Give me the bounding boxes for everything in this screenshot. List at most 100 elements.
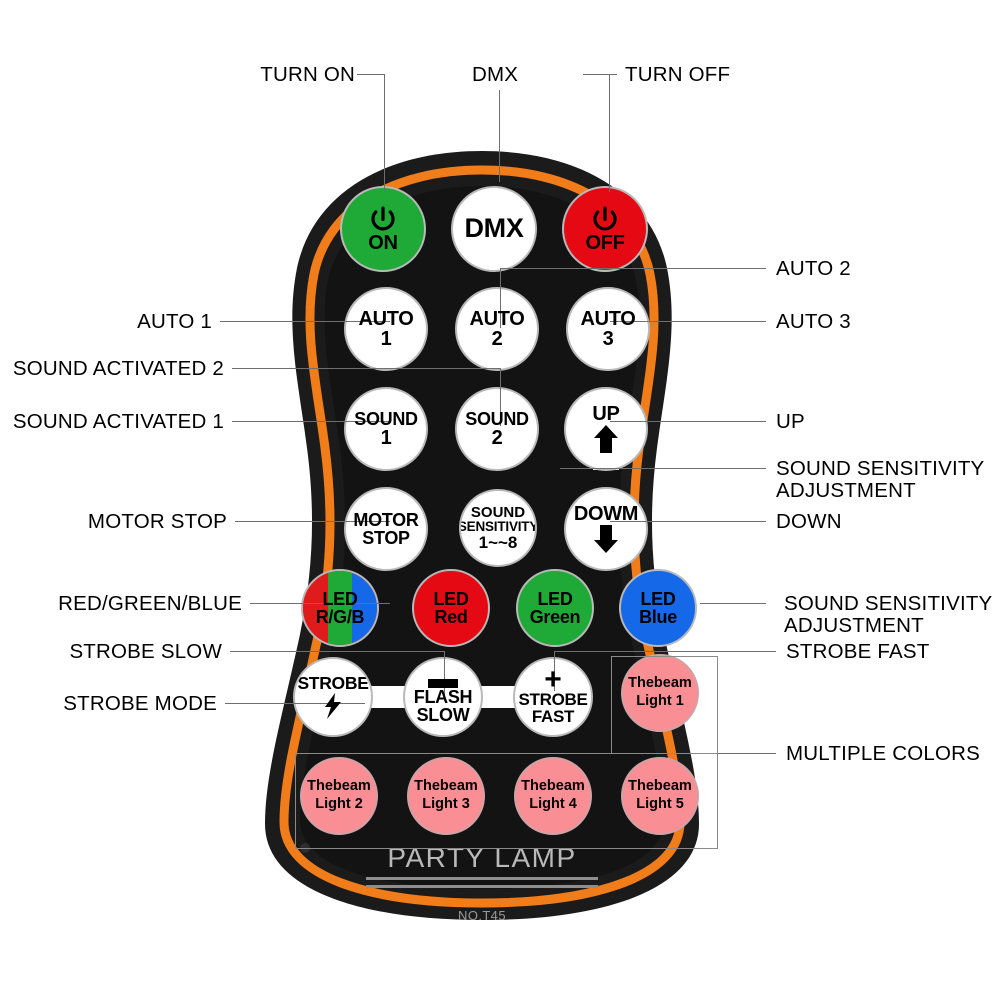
callout-auto3: AUTO 3 [776,310,851,333]
power-off-label: OFF [585,231,625,254]
motor-stop-button[interactable]: MOTOR STOP [344,487,428,571]
sens-label-line1: SOUND [470,503,526,521]
callout-auto1: AUTO 1 [137,310,212,333]
leader-strobe-fast-v [554,651,555,691]
rgb-stripe-green [328,571,352,645]
strobe-label: STROBE [297,673,369,694]
strobe-connector-2 [479,686,523,708]
leader-sound1-h [232,421,390,422]
leader-dmx-v [499,90,500,182]
callout-strobe-slow: STROBE SLOW [69,640,222,663]
callout-auto2: AUTO 2 [776,257,851,280]
callout-up: UP [776,410,805,433]
callout-down: DOWN [776,510,842,533]
power-on-button[interactable]: ON [340,186,426,272]
beam5-label-line2: Light 5 [636,796,684,812]
up-label: UP [592,403,620,426]
callout-sound-activated-2: SOUND ACTIVATED 2 [12,357,224,380]
sound1-label-line2: 1 [380,426,392,449]
auto1-label-line1: AUTO [358,307,414,330]
led-blue-button[interactable]: LED Blue [619,569,697,647]
led-rgb-label-line1: LED [322,588,358,609]
sound1-label-line1: SOUND [354,408,418,429]
beam1-label-line1: Thebeam [628,675,692,692]
leader-auto3-h [610,321,766,322]
beam5-label-line1: Thebeam [628,778,692,795]
arrow-up-icon [594,424,618,453]
beam-light-3-button[interactable]: Thebeam Light 3 [407,757,485,835]
callout-sound-sensitivity-adjustment-top-line2: ADJUSTMENT [776,479,916,502]
beam2-label-line2: Light 2 [315,796,363,812]
auto3-button[interactable]: AUTO 3 [566,287,650,371]
rgb-stripe-blue [351,571,377,645]
led-rgb-label-line2: R/G/B [315,607,365,627]
strobe-fast-label-line2: FAST [531,707,575,726]
brand-rule-2 [366,885,598,888]
sound2-button[interactable]: SOUND 2 [455,387,539,471]
arrow-down-icon [594,524,618,553]
sound1-button[interactable]: SOUND 1 [344,387,428,471]
up-button[interactable]: UP [564,387,648,471]
beam-light-5-button[interactable]: Thebeam Light 5 [621,757,699,835]
callout-turn-on: TURN ON [260,63,355,86]
flash-slow-label-line2: SLOW [416,705,470,725]
callout-motor-stop: MOTOR STOP [87,510,227,533]
callout-turn-off: TURN OFF [625,63,731,86]
led-green-label-line2: Green [529,607,581,627]
auto1-button[interactable]: AUTO 1 [344,287,428,371]
leader-strobe-slow-h [230,651,444,652]
beam-light-1-button[interactable]: Thebeam Light 1 [621,654,699,732]
flash-slow-button[interactable]: ▬ FLASH SLOW [403,657,483,737]
leader-down-h [610,521,766,522]
multiple-colors-box-top [611,656,718,754]
power-off-button[interactable]: OFF [562,186,648,272]
auto3-label-line1: AUTO [580,307,636,330]
strobe-mode-button[interactable]: STROBE [293,657,373,737]
dmx-button[interactable]: DMX [451,186,537,272]
strobe-fast-button[interactable]: + STROBE FAST [513,657,593,737]
leader-sound2-h [232,368,500,369]
leader-up-h [610,421,766,422]
sens-label-line2: SENSITIVITY [459,519,537,535]
down-label: DOWM [573,503,639,526]
callout-sound-sensitivity-adjustment-bottom-line2: ADJUSTMENT [784,614,924,637]
sound-sensitivity-button[interactable]: SOUND SENSITIVITY 1~~8 [459,489,537,567]
leader-turn-on-v [384,74,385,192]
beam4-label-line2: Light 4 [529,796,577,812]
callout-multiple-colors: MULTIPLE COLORS [786,742,980,765]
led-green-button[interactable]: LED Green [516,569,594,647]
leader-auto2-h [500,268,766,269]
leader-sens-top-h [560,468,766,469]
auto2-label-line2: 2 [491,328,503,350]
leader-strobe-slow-v [444,651,445,701]
led-red-button[interactable]: LED Red [412,569,490,647]
callout-sound-sensitivity-adjustment-bottom-line1: SOUND SENSITIVITY [784,592,993,615]
minus-icon: ▬ [428,661,458,695]
beam-light-2-button[interactable]: Thebeam Light 2 [300,757,378,835]
dmx-label: DMX [464,213,524,244]
sound2-label-line1: SOUND [465,408,529,429]
leader-strobe-mode-h [225,703,365,704]
auto1-label-line2: 1 [380,328,392,350]
strobe-fast-label-line1: STROBE [518,689,588,709]
brand-block: PARTY LAMP [247,842,717,888]
remote-control-body: ON DMX OFF AUTO 1 AUTO 2 AUTO 3 SO [247,148,717,923]
power-icon [371,206,395,231]
leader-rgb-h [250,603,390,604]
beam4-label-line1: Thebeam [521,778,585,795]
leader-auto2-v [500,268,501,328]
callout-strobe-mode: STROBE MODE [63,692,217,715]
led-red-label-line2: Red [434,607,468,627]
auto2-button[interactable]: AUTO 2 [455,287,539,371]
beam3-label-line2: Light 3 [422,796,470,812]
leader-motor-stop-h [235,521,390,522]
leader-sens-bottom-h [700,603,766,604]
beam-light-4-button[interactable]: Thebeam Light 4 [514,757,592,835]
led-rgb-button[interactable]: LED R/G/B [301,569,379,647]
plus-icon: + [544,662,562,696]
down-button[interactable]: DOWM [564,487,648,571]
rgb-stripe-red [303,571,329,645]
brand-name: PARTY LAMP [387,842,577,873]
auto3-label-line2: 3 [602,328,614,350]
callout-red-green-blue: RED/GREEN/BLUE [58,592,242,615]
